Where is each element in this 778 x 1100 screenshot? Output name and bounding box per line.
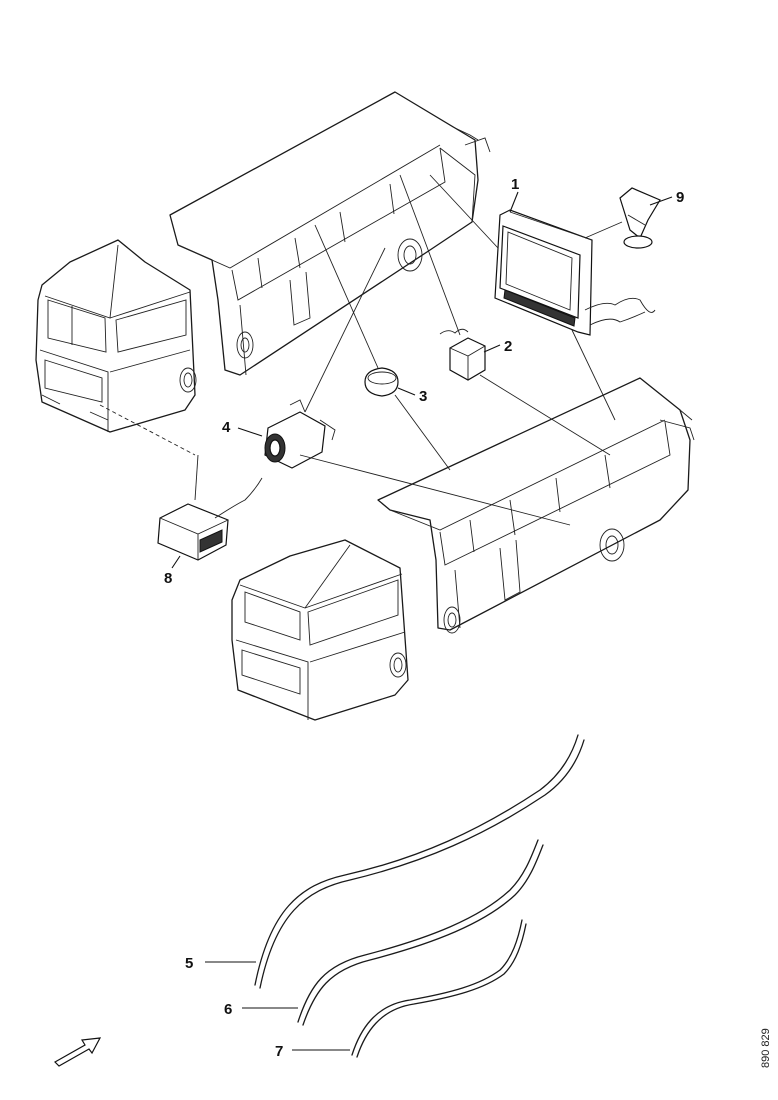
callout-7: 7: [275, 1043, 283, 1060]
callout-2: 2: [504, 338, 512, 355]
direction-arrow-icon: [54, 1037, 102, 1067]
bus-rear-view: [35, 239, 197, 433]
camera-part: [264, 399, 336, 469]
monitor-part: [494, 209, 656, 336]
callout-4: 4: [222, 419, 231, 436]
callout-labels: 1 9 2 3 4 8 5 6 7: [164, 176, 684, 1060]
drawing-reference-code: 890 829: [760, 1028, 772, 1068]
bus-front-view: [231, 539, 409, 721]
mount-bracket-part: [619, 187, 661, 249]
callout-3: 3: [419, 388, 427, 405]
bus-side-view-upper: [169, 91, 491, 376]
callout-8: 8: [164, 570, 172, 587]
callout-9: 9: [676, 189, 684, 206]
connection-lines: [99, 174, 623, 526]
callout-6: 6: [224, 1001, 232, 1018]
callout-5: 5: [185, 955, 193, 972]
bus-side-view-lower: [377, 377, 695, 634]
control-unit-part: [439, 328, 486, 381]
callout-1: 1: [511, 176, 519, 193]
camera-housing-part: [157, 454, 263, 561]
cable-set: [254, 734, 585, 1058]
callout-leaders: [171, 191, 673, 1051]
dome-sensor-part: [364, 367, 399, 397]
